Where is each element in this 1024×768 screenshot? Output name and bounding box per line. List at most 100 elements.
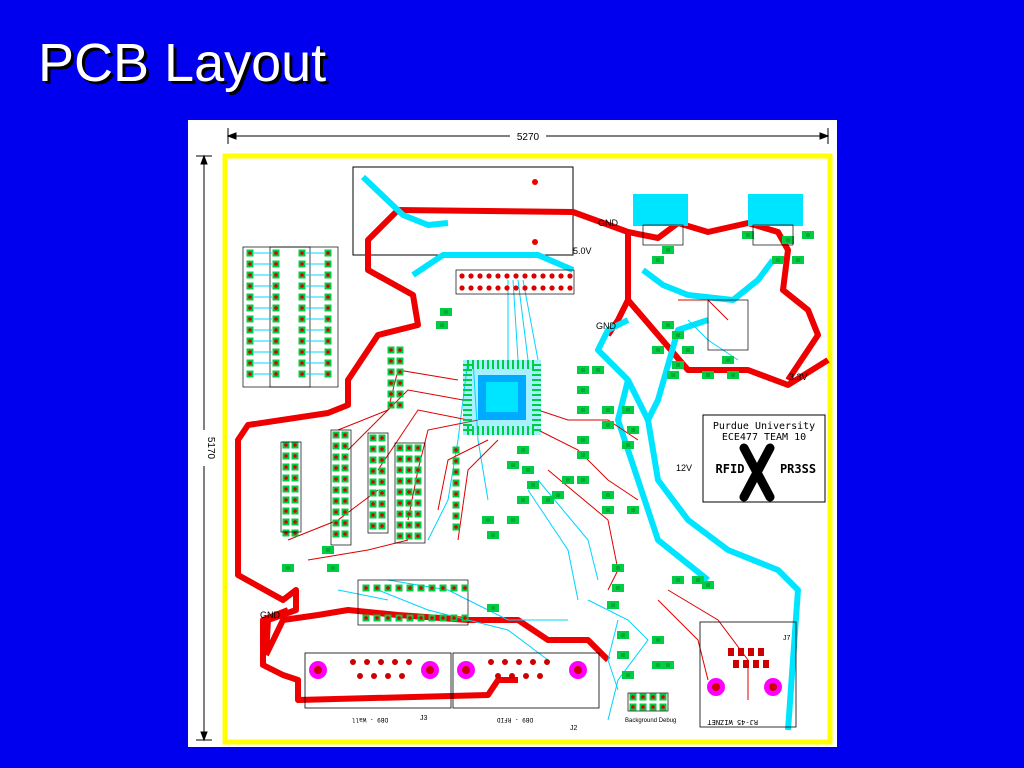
mcu-pin xyxy=(532,404,541,406)
logo-rfid: RFID xyxy=(716,462,745,476)
ref-label-j2: J2 xyxy=(570,725,578,732)
dimension-width-label: 5270 xyxy=(517,132,540,143)
mcu-pin xyxy=(463,404,472,406)
rj45-pin xyxy=(738,648,744,656)
db9-pins xyxy=(350,648,769,711)
mcu-pin xyxy=(477,426,479,435)
header-pin xyxy=(567,273,573,279)
dimension-height-label: 5170 xyxy=(205,437,216,460)
caption-db9-wall: DB9 - Wall xyxy=(351,716,388,723)
rj45-pin xyxy=(763,660,769,668)
mcu-pin xyxy=(472,426,474,435)
header-pin xyxy=(522,273,528,279)
microcontroller xyxy=(463,360,541,435)
net-label-gnd-top: GND xyxy=(598,218,619,228)
header-pin xyxy=(549,285,555,291)
rj45-pin xyxy=(748,648,754,656)
team-logo-block: Purdue University ECE477 TEAM 10 RFID PR… xyxy=(702,414,826,503)
header-pin xyxy=(558,285,564,291)
header-pin xyxy=(477,285,483,291)
mcu-pin xyxy=(532,389,541,391)
header-pin xyxy=(540,285,546,291)
caption-background-debug: Background Debug xyxy=(625,718,676,724)
db9-pin xyxy=(530,659,536,665)
db9-pin xyxy=(488,659,494,665)
mcu-pin xyxy=(532,384,541,386)
header-pin xyxy=(504,273,510,279)
db9-pin xyxy=(502,659,508,665)
mcu-pin xyxy=(463,389,472,391)
top-header-outline xyxy=(455,269,575,295)
header-pin xyxy=(477,273,483,279)
mcu-pin xyxy=(463,409,472,411)
net-label-3v3: 3.3V xyxy=(789,372,808,382)
mcu-pin xyxy=(463,424,472,426)
mcu-pin xyxy=(463,379,472,381)
header-pin xyxy=(495,273,501,279)
smd-components xyxy=(282,231,814,679)
db9-pin xyxy=(350,659,356,665)
header-pin xyxy=(486,285,492,291)
db9-pin xyxy=(509,673,515,679)
header-pin xyxy=(549,273,555,279)
mcu-pin xyxy=(527,360,529,369)
net-label-5v: 5.0V xyxy=(573,246,592,256)
db9-pin xyxy=(357,673,363,679)
header-pin xyxy=(513,273,519,279)
caption-rj45: RJ-45 WIZNET xyxy=(707,718,758,726)
caption-db9-rfid: DB9 - RFID xyxy=(496,716,533,723)
power-trace-bottom xyxy=(360,174,801,731)
connector-reference-labels: J3 J2 J7 DB9 - Wall DB9 - RFID RJ-45 WIZ… xyxy=(351,635,790,732)
mcu-pin xyxy=(497,426,499,435)
mcu-pin xyxy=(532,419,541,421)
mcu-pin xyxy=(502,360,504,369)
header-pin xyxy=(486,273,492,279)
mcu-pin xyxy=(463,374,472,376)
mcu-pin xyxy=(472,360,474,369)
header-pin xyxy=(504,285,510,291)
mcu-pin xyxy=(482,426,484,435)
db9-connector-right xyxy=(452,652,600,709)
mcu-pin xyxy=(507,426,509,435)
mcu-pin xyxy=(463,399,472,401)
db9-pin xyxy=(364,659,370,665)
mcu-pin xyxy=(517,360,519,369)
rj45-pin xyxy=(743,660,749,668)
slide-title: PCB Layout xyxy=(38,33,327,93)
mcu-pin xyxy=(532,394,541,396)
header-pin xyxy=(531,285,537,291)
db9-pin xyxy=(495,673,501,679)
mcu-pin xyxy=(492,360,494,369)
header-pin xyxy=(540,273,546,279)
mcu-pin xyxy=(512,426,514,435)
mcu-pin xyxy=(532,414,541,416)
left-dip-header xyxy=(242,246,339,388)
db9-pin xyxy=(516,659,522,665)
mcu-pin xyxy=(463,419,472,421)
vertical-headers xyxy=(280,346,460,546)
net-label-gnd-bottom: GND xyxy=(260,610,281,620)
db9-pin xyxy=(385,673,391,679)
logo-university: Purdue University xyxy=(713,421,815,432)
bottom-dip-outline xyxy=(357,579,469,626)
mcu-pin xyxy=(492,426,494,435)
db9-pin xyxy=(406,659,412,665)
header-pin xyxy=(468,273,474,279)
left-header-pins xyxy=(246,249,332,378)
rj45-pin xyxy=(733,660,739,668)
top-header-pins xyxy=(459,273,573,291)
mcu-pin xyxy=(522,360,524,369)
logo-press: PR3SS xyxy=(780,462,816,476)
mcu-pin xyxy=(522,426,524,435)
header-pin xyxy=(558,273,564,279)
header-pin xyxy=(459,285,465,291)
mcu-pin xyxy=(512,360,514,369)
mcu-pin xyxy=(463,414,472,416)
mcu-pin xyxy=(532,409,541,411)
header-pin xyxy=(522,285,528,291)
db9-pin xyxy=(371,673,377,679)
ref-label-j7: J7 xyxy=(783,635,791,642)
db9-pin xyxy=(378,659,384,665)
mcu-pin xyxy=(463,384,472,386)
header-pin xyxy=(513,285,519,291)
